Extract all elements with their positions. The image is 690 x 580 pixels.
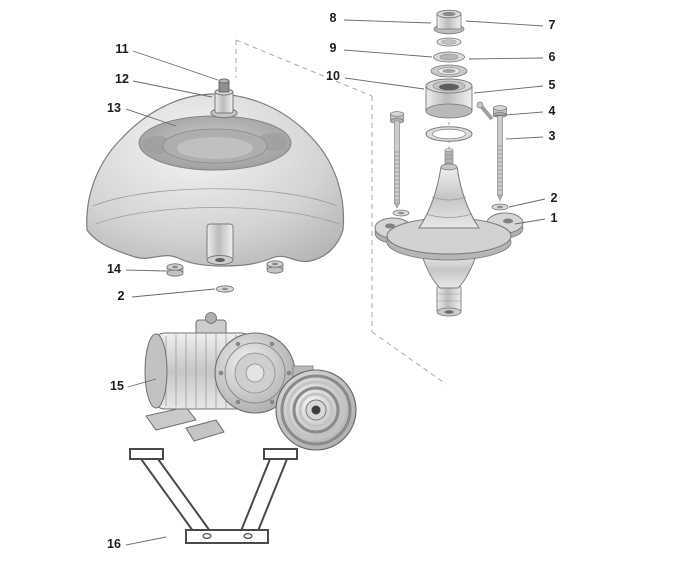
retaining-ring [433, 51, 465, 63]
seal-cup [425, 78, 494, 121]
callout-12: 12 [115, 72, 129, 86]
mounting-bracket [129, 448, 298, 544]
leader-lines [125, 19, 546, 546]
washer-bolt-right [491, 203, 509, 211]
cap-nut [433, 9, 465, 35]
motor [144, 312, 314, 442]
bolt-right [493, 105, 507, 201]
callout-8: 8 [329, 11, 337, 25]
callout-1: 1 [550, 211, 558, 225]
callout-5: 5 [548, 78, 556, 92]
washer-bolt-left [392, 209, 410, 217]
callout-2-right: 2 [550, 191, 558, 205]
callout-4: 4 [548, 104, 556, 118]
wave-washer [436, 37, 462, 47]
callout-10: 10 [326, 69, 340, 83]
callout-15: 15 [110, 379, 124, 393]
callout-9: 9 [329, 41, 337, 55]
callout-14: 14 [107, 262, 121, 276]
dome-top-cap [210, 78, 238, 119]
callout-7: 7 [548, 18, 556, 32]
bearing-ring [430, 64, 468, 78]
callout-16: 16 [107, 537, 121, 551]
o-ring [425, 126, 473, 142]
nut-left [166, 263, 184, 277]
bolt-left [390, 111, 404, 209]
callout-2-left: 2 [117, 289, 125, 303]
callout-13: 13 [107, 101, 121, 115]
dome-fasteners [166, 260, 284, 293]
dome-cover [86, 93, 345, 267]
callout-6: 6 [548, 50, 556, 64]
set-screw [476, 101, 494, 121]
nut-right [266, 260, 284, 274]
bearing-housing [374, 148, 524, 317]
pulley [275, 369, 357, 451]
washer-left [216, 285, 234, 293]
callout-11: 11 [115, 42, 129, 56]
callout-3: 3 [548, 129, 556, 143]
